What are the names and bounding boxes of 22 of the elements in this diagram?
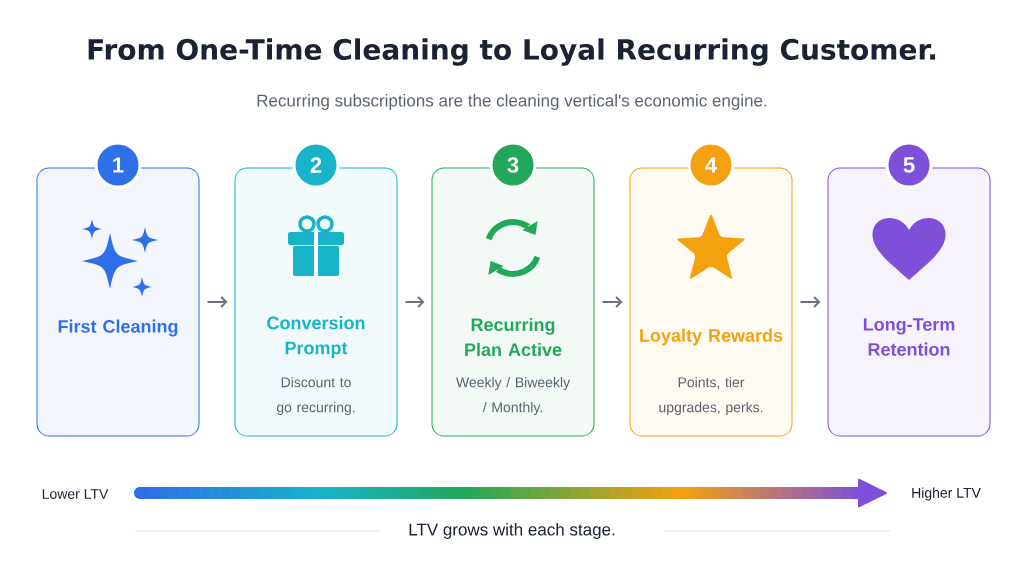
number-badge: 5 (885, 141, 933, 189)
step-description: Points, tier upgrades, perks. (659, 377, 763, 416)
axis-label: Lower LTV (38, 486, 112, 502)
caption-text: LTV grows with each stage. (405, 520, 619, 542)
number-badge: 1 (94, 141, 142, 189)
subtitle: Recurring subscriptions are the cleaning vertical's economic engine. (253, 91, 771, 113)
axis-label: Higher LTV (908, 484, 984, 504)
arrow (206, 296, 228, 308)
number-badge: 2 (292, 141, 340, 189)
step-description: Discount to go recurring. (276, 377, 355, 416)
number-badge: 4 (687, 141, 735, 189)
arrow (799, 296, 821, 308)
number-badge: 3 (489, 141, 537, 189)
arrow (404, 296, 425, 308)
step-title: First Cleaning (58, 319, 178, 337)
step-title: Long-Term Retention (863, 318, 955, 356)
title: From One-Time Cleaning to Loyal Recurring Customer. (88, 38, 936, 66)
step-title: Loyalty Rewards (640, 328, 783, 346)
step-description: Weekly / Biweekly / Monthly. (456, 377, 570, 416)
step-title: Conversion Prompt (267, 316, 365, 358)
arrow (601, 296, 623, 308)
step-title: Recurring Plan Active (465, 317, 562, 357)
